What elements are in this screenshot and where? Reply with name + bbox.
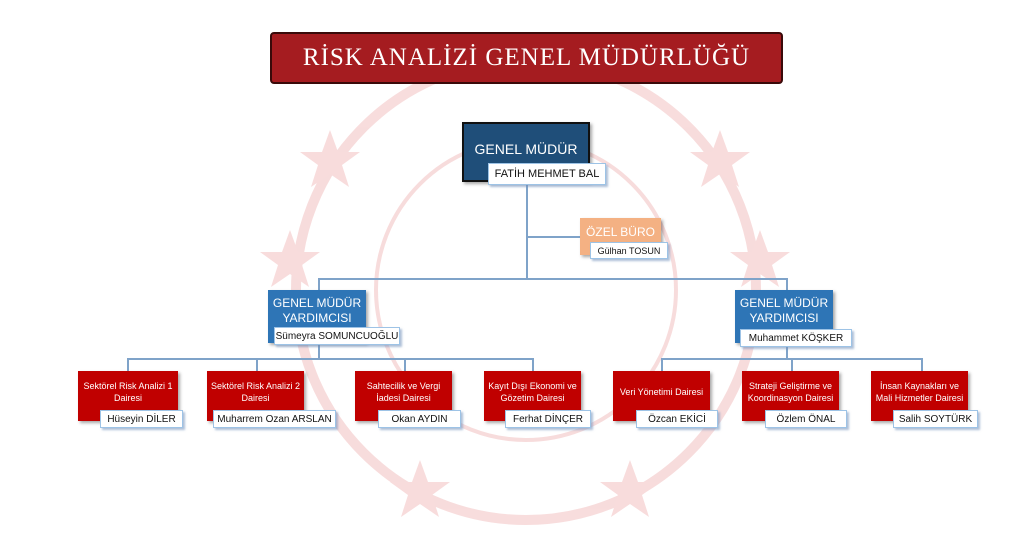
deputy-manager-name-left: Sümeyra SOMUNCUOĞLU (274, 327, 400, 345)
department-head-name: Okan AYDIN (378, 410, 461, 428)
department-label: Kayıt Dışı Ekonomi ve Gözetim Dairesi (488, 381, 577, 403)
deputy-manager-name-right: Muhammet KÖŞKER (740, 329, 852, 347)
role-label: GENEL MÜDÜR (474, 141, 578, 157)
department-label: Veri Yönetimi Dairesi (619, 387, 704, 397)
special-office-name: Gülhan TOSUN (590, 242, 668, 259)
role-label: ÖZEL BÜRO (586, 225, 655, 239)
department-head-name: Salih SOYTÜRK (893, 410, 978, 428)
connector (661, 358, 663, 371)
department-label: Sektörel Risk Analizi 2 Dairesi (210, 381, 301, 403)
connector (256, 358, 258, 371)
role-label: GENEL MÜDÜR YARDIMCISI (739, 296, 829, 325)
connector (532, 358, 534, 371)
department-label: Sektörel Risk Analizi 1 Dairesi (83, 381, 173, 403)
general-manager-name: FATİH MEHMET BAL (488, 163, 606, 185)
department-box: Kayıt Dışı Ekonomi ve Gözetim Dairesi (484, 371, 581, 421)
connector (127, 358, 129, 371)
connector (526, 236, 581, 238)
department-head-name: Özlem ÖNAL (765, 410, 847, 428)
connector (786, 347, 788, 359)
connector (318, 278, 788, 280)
connector (921, 358, 923, 371)
department-head-name: Özcan EKİCİ (636, 410, 718, 428)
department-head-name: Hüseyin DİLER (100, 410, 183, 428)
connector (526, 182, 528, 279)
connector (318, 278, 320, 290)
connector (318, 345, 320, 359)
department-head-name: Ferhat DİNÇER (505, 410, 591, 428)
department-label: İnsan Kaynakları ve Mali Hizmetler Daire… (875, 381, 964, 403)
connector (127, 358, 534, 360)
role-label: GENEL MÜDÜR YARDIMCISI (272, 296, 362, 325)
general-manager-box: GENEL MÜDÜR (462, 122, 590, 182)
department-label: Sahtecilik ve Vergi İadesi Dairesi (366, 381, 441, 403)
department-label: Strateji Geliştirme ve Koordinasyon Dair… (747, 381, 834, 403)
connector (791, 358, 793, 371)
page-title: RİSK ANALİZİ GENEL MÜDÜRLÜĞÜ (270, 32, 783, 84)
connector (404, 358, 406, 371)
department-head-name: Muharrem Ozan ARSLAN (213, 410, 336, 428)
connector (786, 278, 788, 290)
